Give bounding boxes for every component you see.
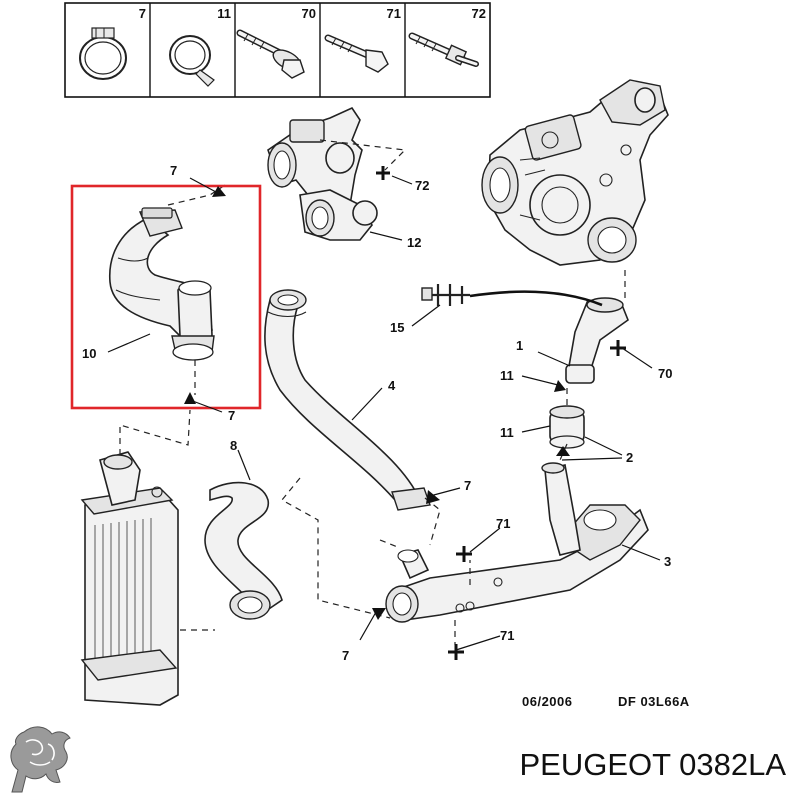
clamp-icon <box>169 35 215 87</box>
bolt-icon <box>236 29 305 79</box>
header-part-7-label: 7 <box>139 6 146 21</box>
clamp-icon <box>79 27 127 80</box>
callout-7-left: 7 <box>228 408 235 423</box>
leader-lines <box>107 166 661 660</box>
callout-72: 72 <box>415 178 429 193</box>
callout-10: 10 <box>82 346 96 361</box>
callout-70: 70 <box>658 366 672 381</box>
header-part-71-label: 71 <box>387 6 401 21</box>
coupling-2 <box>549 405 585 449</box>
sensor-15 <box>421 284 603 307</box>
header-part-72-label: 72 <box>472 6 486 21</box>
callout-71-b: 71 <box>500 628 514 643</box>
highlight-box <box>70 184 262 410</box>
air-inlet-housing <box>267 106 378 241</box>
header-parts-table: 7 11 70 71 72 <box>64 2 491 98</box>
callout-7-bottom: 7 <box>342 648 349 663</box>
callout-labels: 7 72 12 10 7 8 4 15 1 70 11 11 2 7 71 3 … <box>82 163 672 663</box>
hose-8 <box>204 481 283 620</box>
header-part-11-label: 11 <box>217 6 231 21</box>
callout-11-b: 11 <box>500 425 514 440</box>
stud-icon <box>408 32 479 67</box>
header-part-70-label: 70 <box>302 6 316 21</box>
hose-4 <box>264 289 431 511</box>
callout-4: 4 <box>388 378 396 393</box>
callout-2: 2 <box>626 450 633 465</box>
diagram-date: 06/2006 <box>522 694 573 709</box>
turbocharger <box>481 79 669 266</box>
callout-15: 15 <box>390 320 404 335</box>
callout-7-mid: 7 <box>464 478 471 493</box>
brand-part-number: PEUGEOT 0382LA <box>519 747 786 782</box>
intercooler <box>80 451 179 706</box>
callout-71-a: 71 <box>496 516 510 531</box>
intake-pipe-3 <box>385 462 649 623</box>
peugeot-lion-logo <box>10 726 71 793</box>
callout-1: 1 <box>516 338 523 353</box>
callout-11-a: 11 <box>500 368 514 383</box>
callout-7-top: 7 <box>170 163 177 178</box>
pipe-1 <box>565 297 629 384</box>
callout-12: 12 <box>407 235 421 250</box>
callout-8: 8 <box>230 438 237 453</box>
hose-10 <box>108 207 215 361</box>
connection-lines <box>119 139 626 645</box>
diagram-reference: DF 03L66A <box>618 694 690 709</box>
bolt-icon <box>324 34 389 73</box>
callout-3: 3 <box>664 554 671 569</box>
